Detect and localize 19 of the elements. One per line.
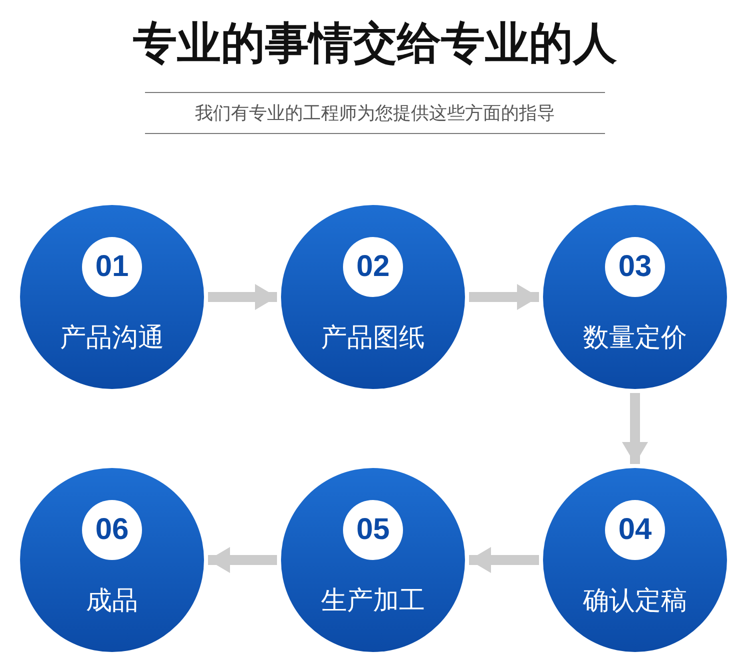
arrow (469, 284, 539, 310)
step-number: 06 (82, 500, 142, 560)
step-label: 成品 (85, 585, 139, 618)
subtitle: 我们有专业的工程师为您提供这些方面的指导 (145, 92, 605, 134)
arrow (208, 284, 277, 310)
arrow (208, 547, 277, 573)
arrow (469, 547, 539, 573)
step-number: 04 (605, 500, 665, 560)
step-label: 生产加工 (320, 585, 426, 618)
step-number: 05 (343, 500, 403, 560)
step-number: 01 (82, 237, 142, 297)
step-label: 产品沟通 (59, 322, 165, 355)
title: 专业的事情交给专业的人 (132, 17, 618, 71)
step-number: 03 (605, 237, 665, 297)
step-label: 确认定稿 (582, 585, 688, 618)
arrow (622, 393, 648, 464)
step-label: 产品图纸 (320, 322, 426, 355)
step-number: 02 (343, 237, 403, 297)
step-label: 数量定价 (582, 322, 688, 355)
